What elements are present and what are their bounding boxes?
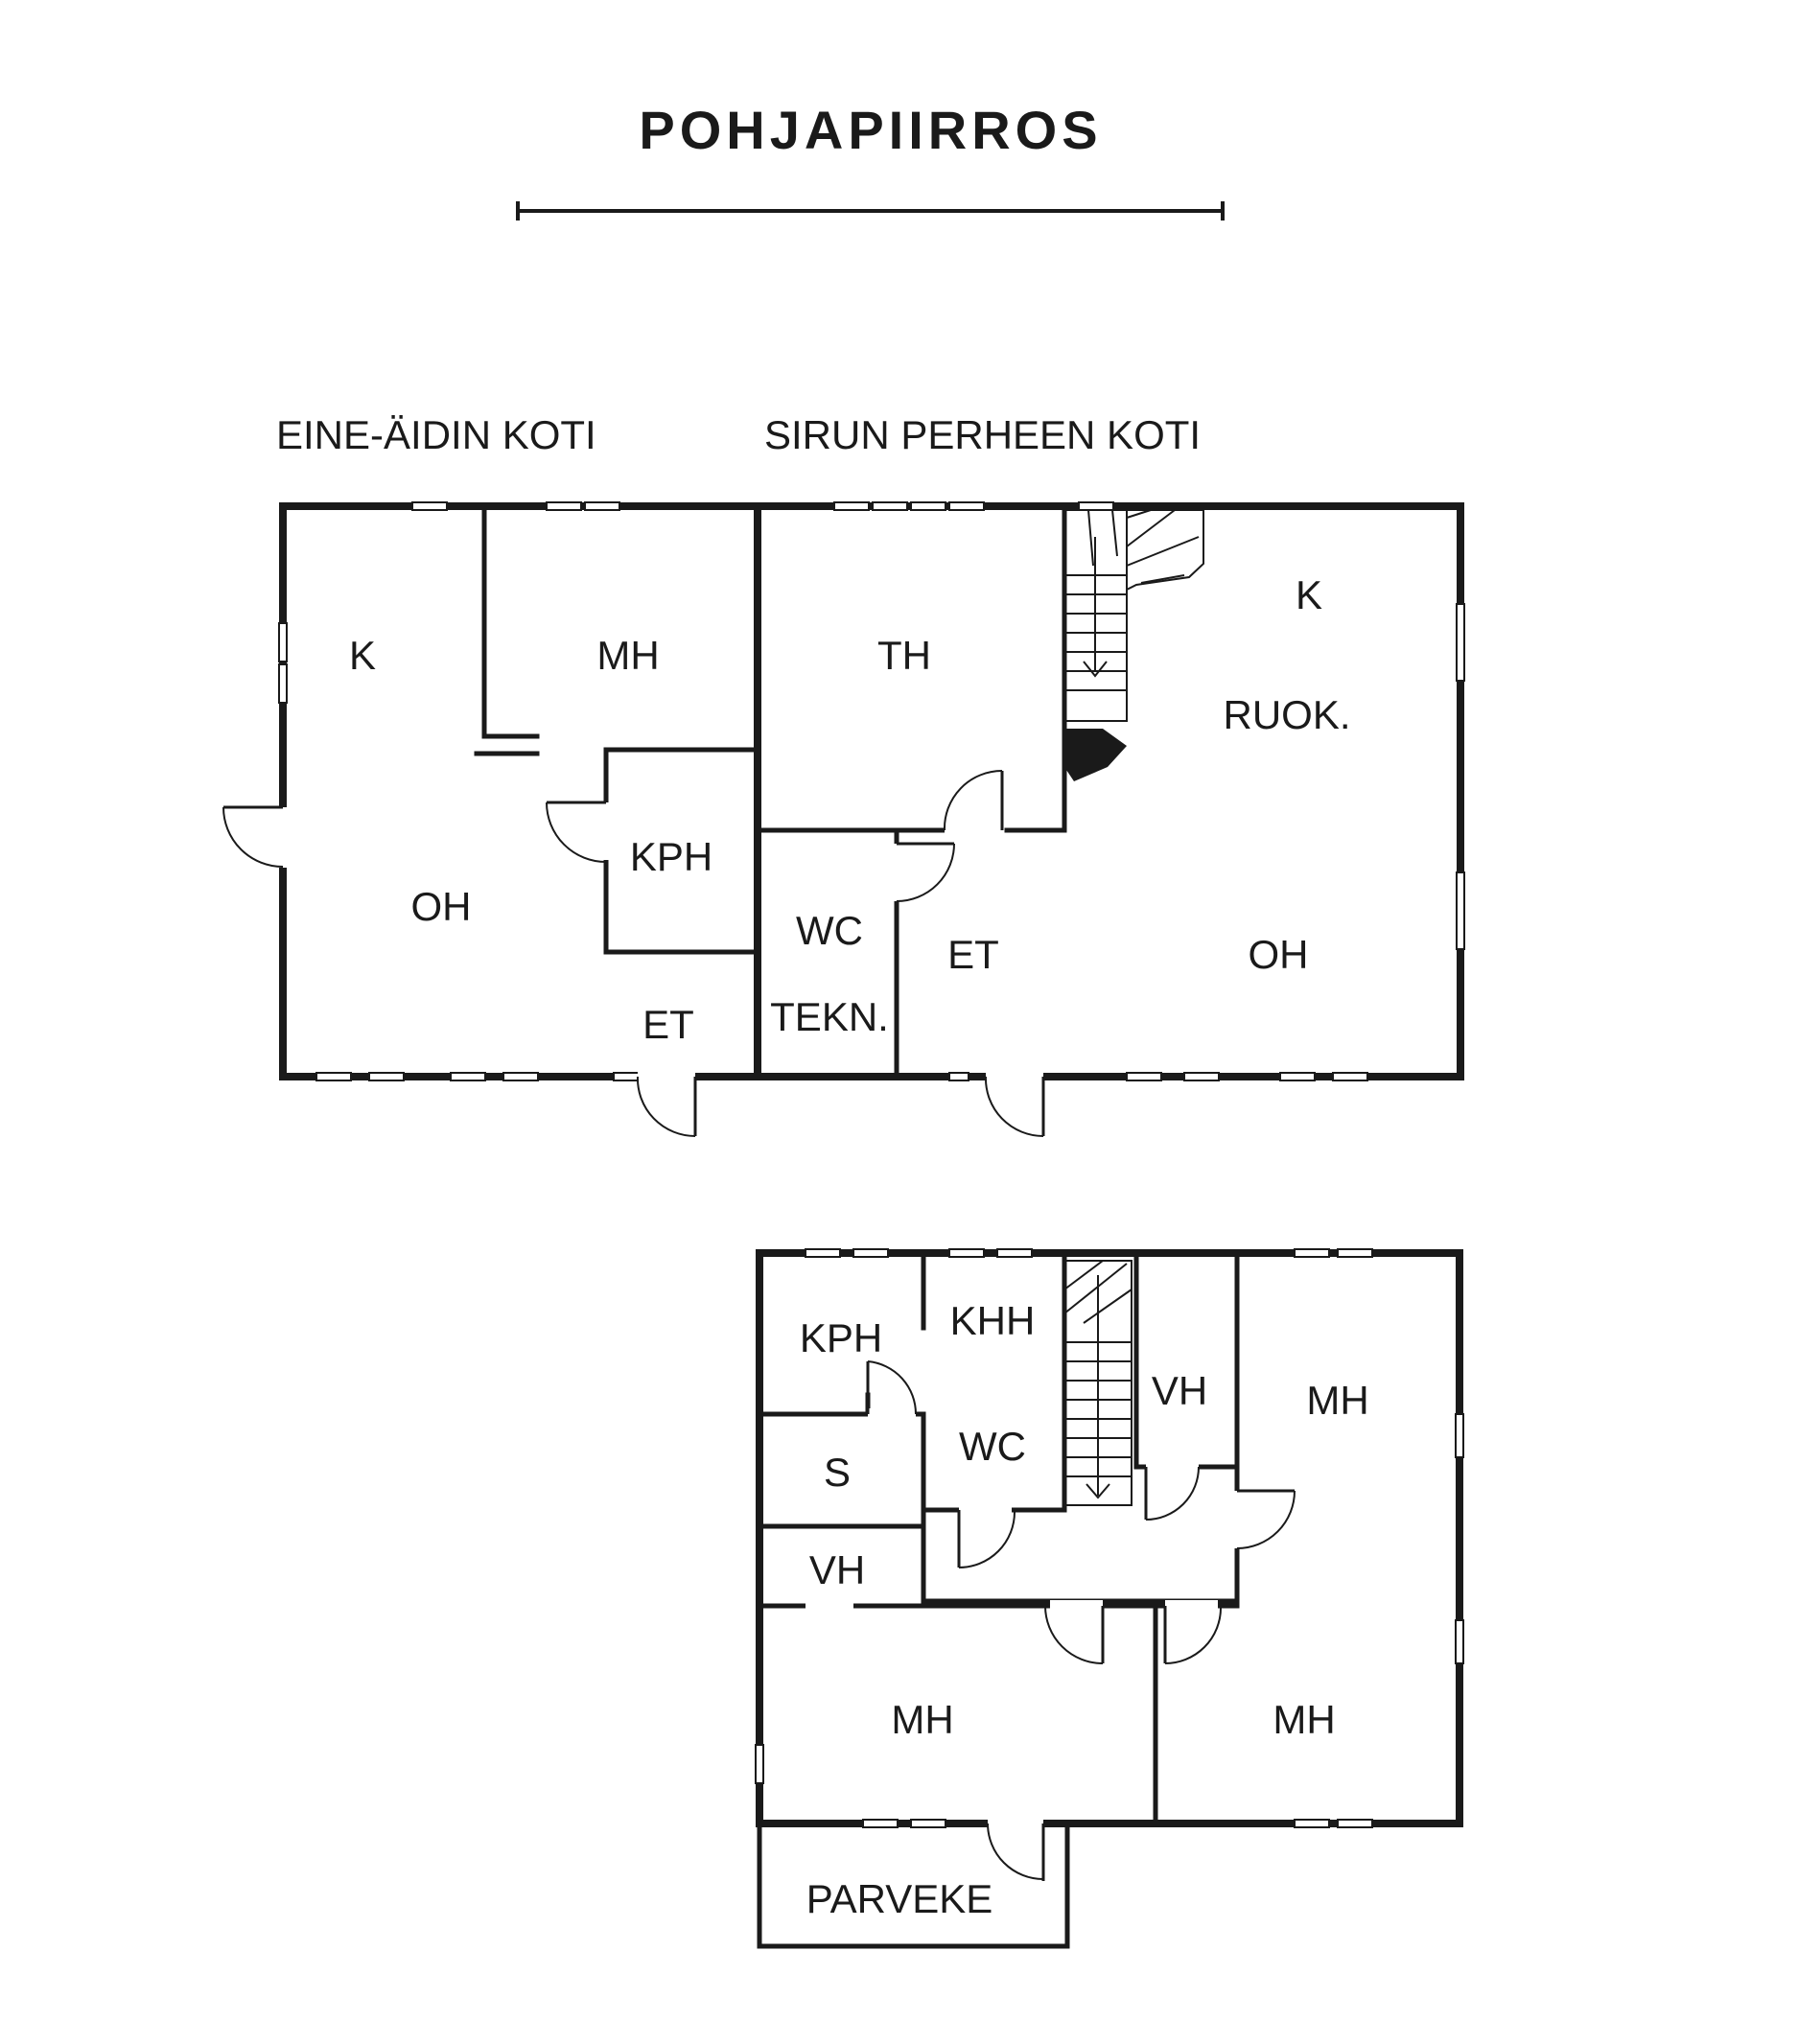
room-label-k-left: K (349, 633, 376, 678)
upper-floor-staircase (1063, 1260, 1133, 1506)
left-home-walls (474, 503, 760, 955)
room-label-ruok: RUOK. (1223, 692, 1350, 737)
room-label-mh-ne: MH (1306, 1378, 1368, 1423)
upper-floor-plan: KPH KHH S WC VH VH MH MH MH PARVEKE (755, 1248, 1464, 1949)
room-label-th: TH (877, 633, 931, 678)
ground-floor-staircase (1063, 509, 1204, 781)
page-title: POHJAPIIRROS (639, 100, 1102, 160)
room-label-oh-left: OH (411, 884, 472, 929)
title-underline (516, 201, 1225, 221)
balcony-wall (757, 1821, 1070, 1949)
right-home-walls (755, 503, 1067, 1080)
room-label-mh-sw: MH (891, 1697, 953, 1742)
room-label-wc-upper: WC (959, 1424, 1026, 1469)
upper-floor-windows (755, 1248, 1464, 1828)
room-label-k-right: K (1296, 572, 1322, 617)
upper-floor-doors (806, 1360, 1296, 1881)
room-label-vh-a: VH (1152, 1368, 1207, 1413)
room-label-et-left: ET (642, 1002, 694, 1047)
ground-floor-windows (278, 501, 1465, 1081)
upper-floor-walls (757, 1250, 1240, 1826)
room-label-wc-ground: WC (796, 908, 863, 953)
ground-floor-doors (222, 770, 1045, 1137)
upper-floor-outer-wall (756, 1249, 1463, 1827)
room-label-mh-left: MH (596, 633, 659, 678)
home-label-left: EINE-ÄIDIN KOTI (276, 412, 596, 457)
ground-floor-outer-wall (279, 502, 1464, 1080)
room-label-kph-upper: KPH (800, 1315, 882, 1360)
room-label-et-right: ET (947, 932, 999, 977)
room-label-khh: KHH (950, 1298, 1036, 1343)
room-label-s: S (824, 1450, 851, 1495)
room-label-kph-left: KPH (630, 834, 712, 879)
room-label-oh-right: OH (1249, 932, 1309, 977)
room-label-vh-b: VH (809, 1547, 865, 1592)
stair-landing-fill (1064, 729, 1127, 781)
room-label-parveke: PARVEKE (806, 1876, 993, 1921)
room-label-tekn: TEKN. (770, 994, 889, 1039)
room-label-mh-se: MH (1273, 1697, 1335, 1742)
ground-floor-plan: K MH OH KPH ET TH K RUOK. WC TEKN. ET OH (222, 501, 1465, 1137)
home-label-right: SIRUN PERHEEN KOTI (764, 412, 1201, 457)
